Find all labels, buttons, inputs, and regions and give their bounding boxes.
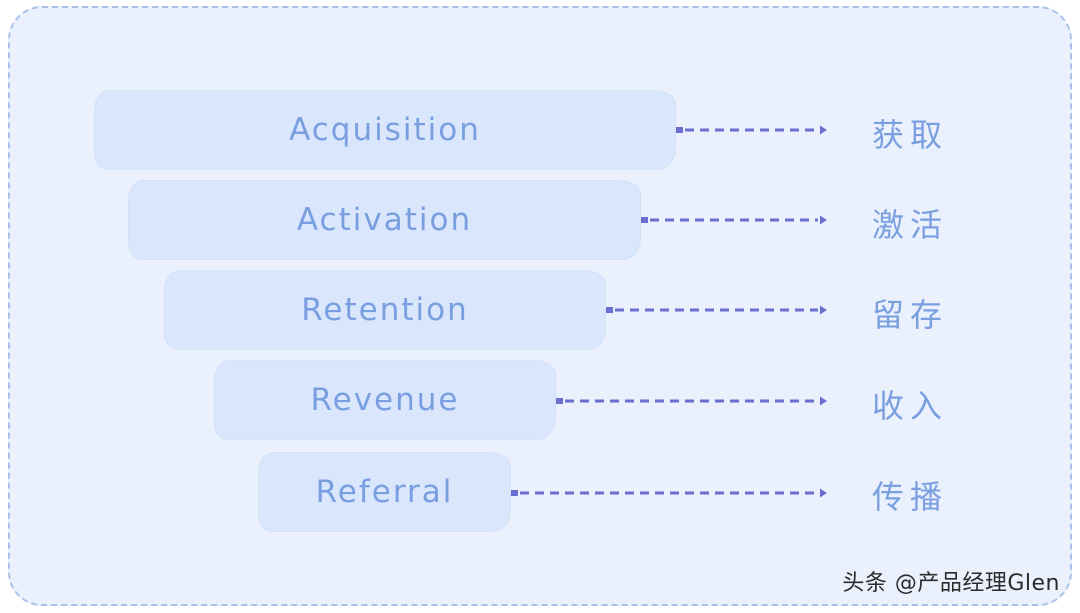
translation-acquisition: 获取 [872, 116, 949, 154]
connector-referral [511, 487, 830, 499]
connector-revenue [556, 395, 830, 407]
dashed-arrow-icon [556, 396, 827, 406]
funnel-bar-retention: Retention [164, 270, 606, 350]
connector-activation [641, 214, 830, 226]
funnel-bar-referral: Referral [258, 452, 511, 532]
connector-acquisition [676, 124, 830, 136]
funnel-label-activation: Activation [296, 202, 473, 238]
funnel-label-acquisition: Acquisition [289, 112, 481, 148]
funnel-bar-revenue: Revenue [214, 360, 556, 440]
funnel-bar-activation: Activation [128, 180, 641, 260]
translation-revenue: 收入 [872, 387, 949, 425]
translation-referral: 传播 [872, 478, 949, 516]
translation-activation: 激活 [872, 206, 949, 244]
dashed-arrow-icon [511, 488, 827, 498]
dashed-arrow-icon [606, 305, 827, 315]
funnel-label-referral: Referral [315, 474, 454, 510]
translation-retention: 留存 [872, 296, 949, 334]
funnel-label-revenue: Revenue [310, 382, 460, 418]
funnel-bar-acquisition: Acquisition [94, 90, 676, 170]
funnel-label-retention: Retention [301, 292, 469, 328]
dashed-arrow-icon [676, 125, 827, 135]
dashed-arrow-icon [641, 215, 827, 225]
watermark: 头条 @产品经理Glen [842, 571, 1060, 596]
connector-retention [606, 304, 830, 316]
